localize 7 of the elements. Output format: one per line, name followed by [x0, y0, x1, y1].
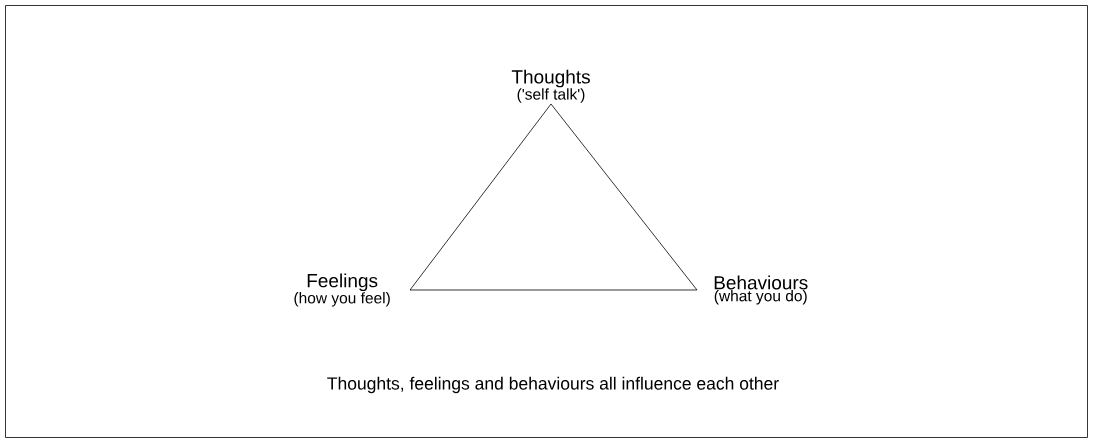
caption: Thoughts, feelings and behaviours all influence each other — [327, 376, 779, 394]
triangle-side — [550, 103, 698, 291]
triangle-side — [409, 289, 698, 291]
triangle-side — [409, 103, 552, 291]
node-label: Thoughts ('self talk') — [511, 69, 590, 103]
node-label: Behaviours (what you do) — [714, 275, 808, 305]
node-label: Feelings (how you feel) — [294, 273, 390, 307]
